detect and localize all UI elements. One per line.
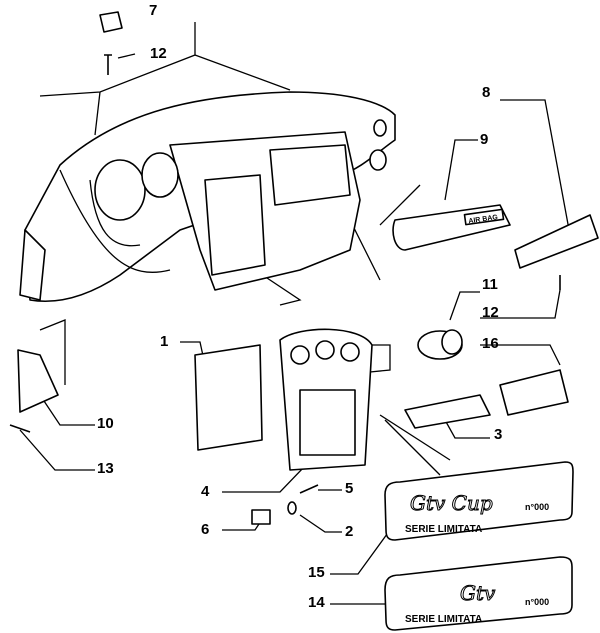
- callout-13: 13: [97, 460, 114, 477]
- part-11-lighter: [417, 329, 463, 360]
- part-6-bulb: [251, 509, 271, 525]
- svg-text:Gtv Cup: Gtv Cup: [410, 491, 493, 515]
- part-4-console: [279, 328, 373, 471]
- callout-5: 5: [345, 480, 354, 497]
- part-14-plate: Gtv SERIE LIMITATA n°000: [384, 556, 573, 631]
- svg-text:SERIE LIMITATA: SERIE LIMITATA: [405, 524, 482, 535]
- part-15-plate: Gtv Cup SERIE LIMITATA n°000: [384, 461, 574, 541]
- callout-15: 15: [308, 564, 325, 581]
- part-16-panel: [499, 369, 569, 416]
- callout-12: 12: [150, 45, 167, 62]
- svg-text:SERIE LIMITATA: SERIE LIMITATA: [405, 614, 482, 625]
- callout-9: 9: [480, 131, 489, 148]
- callout-3: 3: [494, 426, 503, 443]
- part-2-washer: [287, 501, 297, 515]
- part-12-screw: [104, 54, 112, 75]
- part-9-airbag-cover: AIR BAG: [392, 204, 511, 251]
- callout-14: 14: [308, 594, 325, 611]
- callout-10: 10: [97, 415, 114, 432]
- airbag-label: AIR BAG: [468, 214, 499, 225]
- callout-4: 4: [201, 483, 210, 500]
- callout-16: 16: [482, 335, 499, 352]
- svg-text:n°000: n°000: [525, 502, 549, 512]
- part-7-clip: [99, 11, 123, 33]
- part-3-switch: [404, 394, 491, 429]
- callout-8: 8: [482, 84, 491, 101]
- part-8-glovebox-lid: [514, 214, 599, 269]
- dashboard-shell: [19, 91, 396, 303]
- svg-text:n°000: n°000: [525, 597, 549, 607]
- callout-11: 11: [482, 276, 498, 293]
- callout-6: 6: [201, 521, 210, 538]
- callout-7: 7: [149, 2, 158, 19]
- callout-2: 2: [345, 523, 354, 540]
- callout-1: 1: [160, 333, 169, 350]
- svg-text:Gtv: Gtv: [460, 581, 496, 605]
- part-13-screw: [9, 424, 31, 433]
- callout-12b: 12: [482, 304, 499, 321]
- part-5-screw: [299, 484, 319, 494]
- part-10-cover: [17, 349, 59, 413]
- part-1-bezel: [194, 344, 263, 451]
